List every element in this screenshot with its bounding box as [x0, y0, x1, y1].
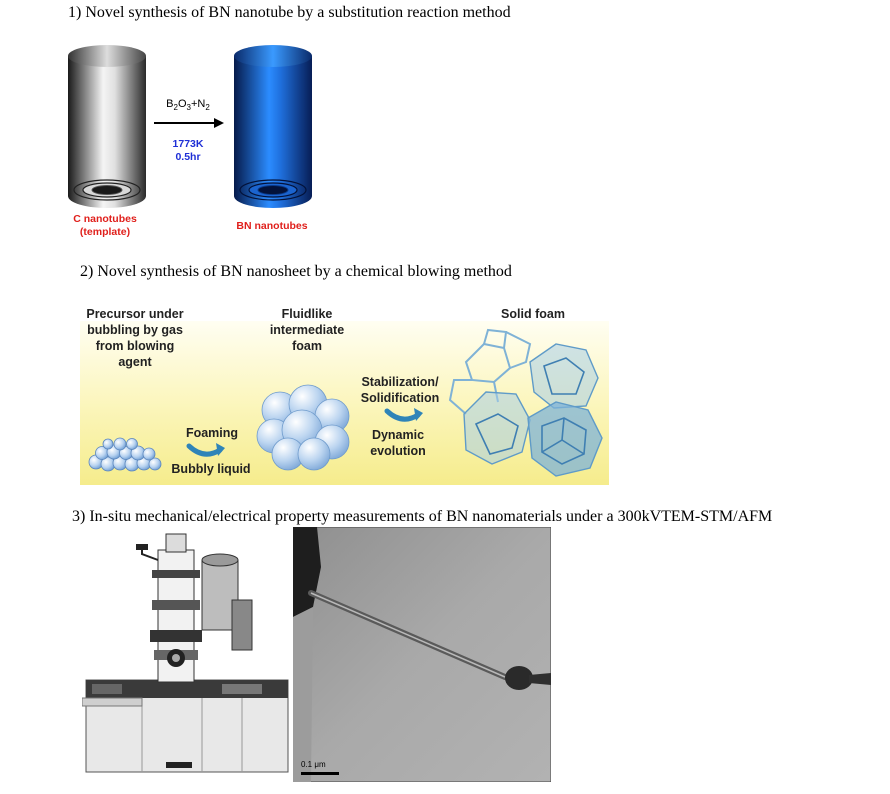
reagent-label: B2O3+N2 [166, 98, 210, 113]
curved-arrow-icon [384, 408, 423, 422]
section1-heading: 1) Novel synthesis of BN nanotube by a s… [68, 4, 511, 21]
precursor-label: Precursor under bubbling by gas from blo… [86, 307, 184, 369]
dynamic-evolution-label: Dynamic evolution [370, 428, 426, 458]
bn-nanotubes-label: BN nanotubes [236, 220, 308, 232]
bn-nanotube-icon [234, 45, 312, 208]
stabilization-label: Stabilization/ Solidification [360, 375, 440, 405]
foam-icon [256, 384, 350, 471]
c-nanotubes-label: C nanotubes (template) [73, 213, 137, 238]
bubble-cluster-icon [88, 437, 162, 472]
foam-icon [448, 328, 603, 477]
carbon-nanotube-icon [68, 45, 146, 208]
bubbly-liquid-label: Bubbly liquid [171, 462, 251, 476]
reaction-temperature: 1773K [172, 138, 204, 150]
tem-instrument-icon [82, 533, 289, 773]
solid-foam-label: Solid foam [501, 307, 565, 321]
fluidlike-label: Fluidlike intermediate foam [269, 307, 345, 353]
foaming-label: Foaming [185, 426, 239, 440]
section3-heading: 3) In-situ mechanical/electrical propert… [72, 508, 773, 525]
curved-arrow-icon [186, 443, 225, 457]
reaction-arrow-icon [154, 118, 224, 128]
tem-micrograph-icon [293, 527, 551, 782]
section2-heading: 2) Novel synthesis of BN nanosheet by a … [80, 263, 512, 280]
scale-bar-label: 0.1 μm [301, 760, 326, 769]
reaction-duration: 0.5hr [175, 151, 201, 163]
